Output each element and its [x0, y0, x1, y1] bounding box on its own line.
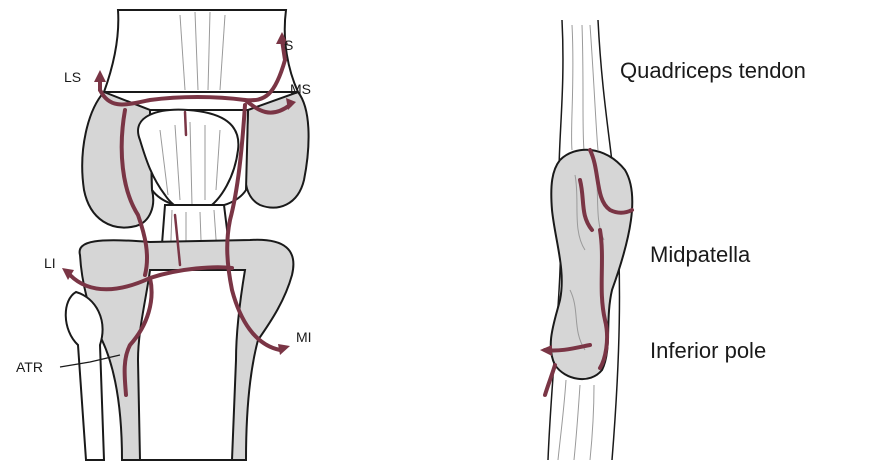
label-inferior-pole: Inferior pole	[650, 338, 766, 363]
label-ms: MS	[290, 81, 311, 97]
label-mi: MI	[296, 329, 312, 345]
lateral-femoral-condyle	[82, 92, 153, 228]
label-ls: LS	[64, 69, 81, 85]
label-quadriceps-tendon: Quadriceps tendon	[620, 58, 806, 83]
lateral-patella-figure: Quadriceps tendon Midpatella Inferior po…	[540, 20, 806, 460]
label-s: S	[284, 37, 293, 53]
label-midpatella: Midpatella	[650, 242, 751, 267]
tibial-shaft-inner	[138, 270, 245, 460]
anterior-knee-figure: S LS MS LI MI ATR	[16, 10, 312, 460]
label-atr: ATR	[16, 359, 43, 375]
label-li: LI	[44, 255, 56, 271]
femur-shaft	[104, 10, 298, 92]
patellar-inner-vessel	[185, 112, 186, 135]
fibula	[66, 292, 104, 460]
arrow-mi	[278, 344, 290, 355]
arrow-ls	[94, 70, 106, 82]
